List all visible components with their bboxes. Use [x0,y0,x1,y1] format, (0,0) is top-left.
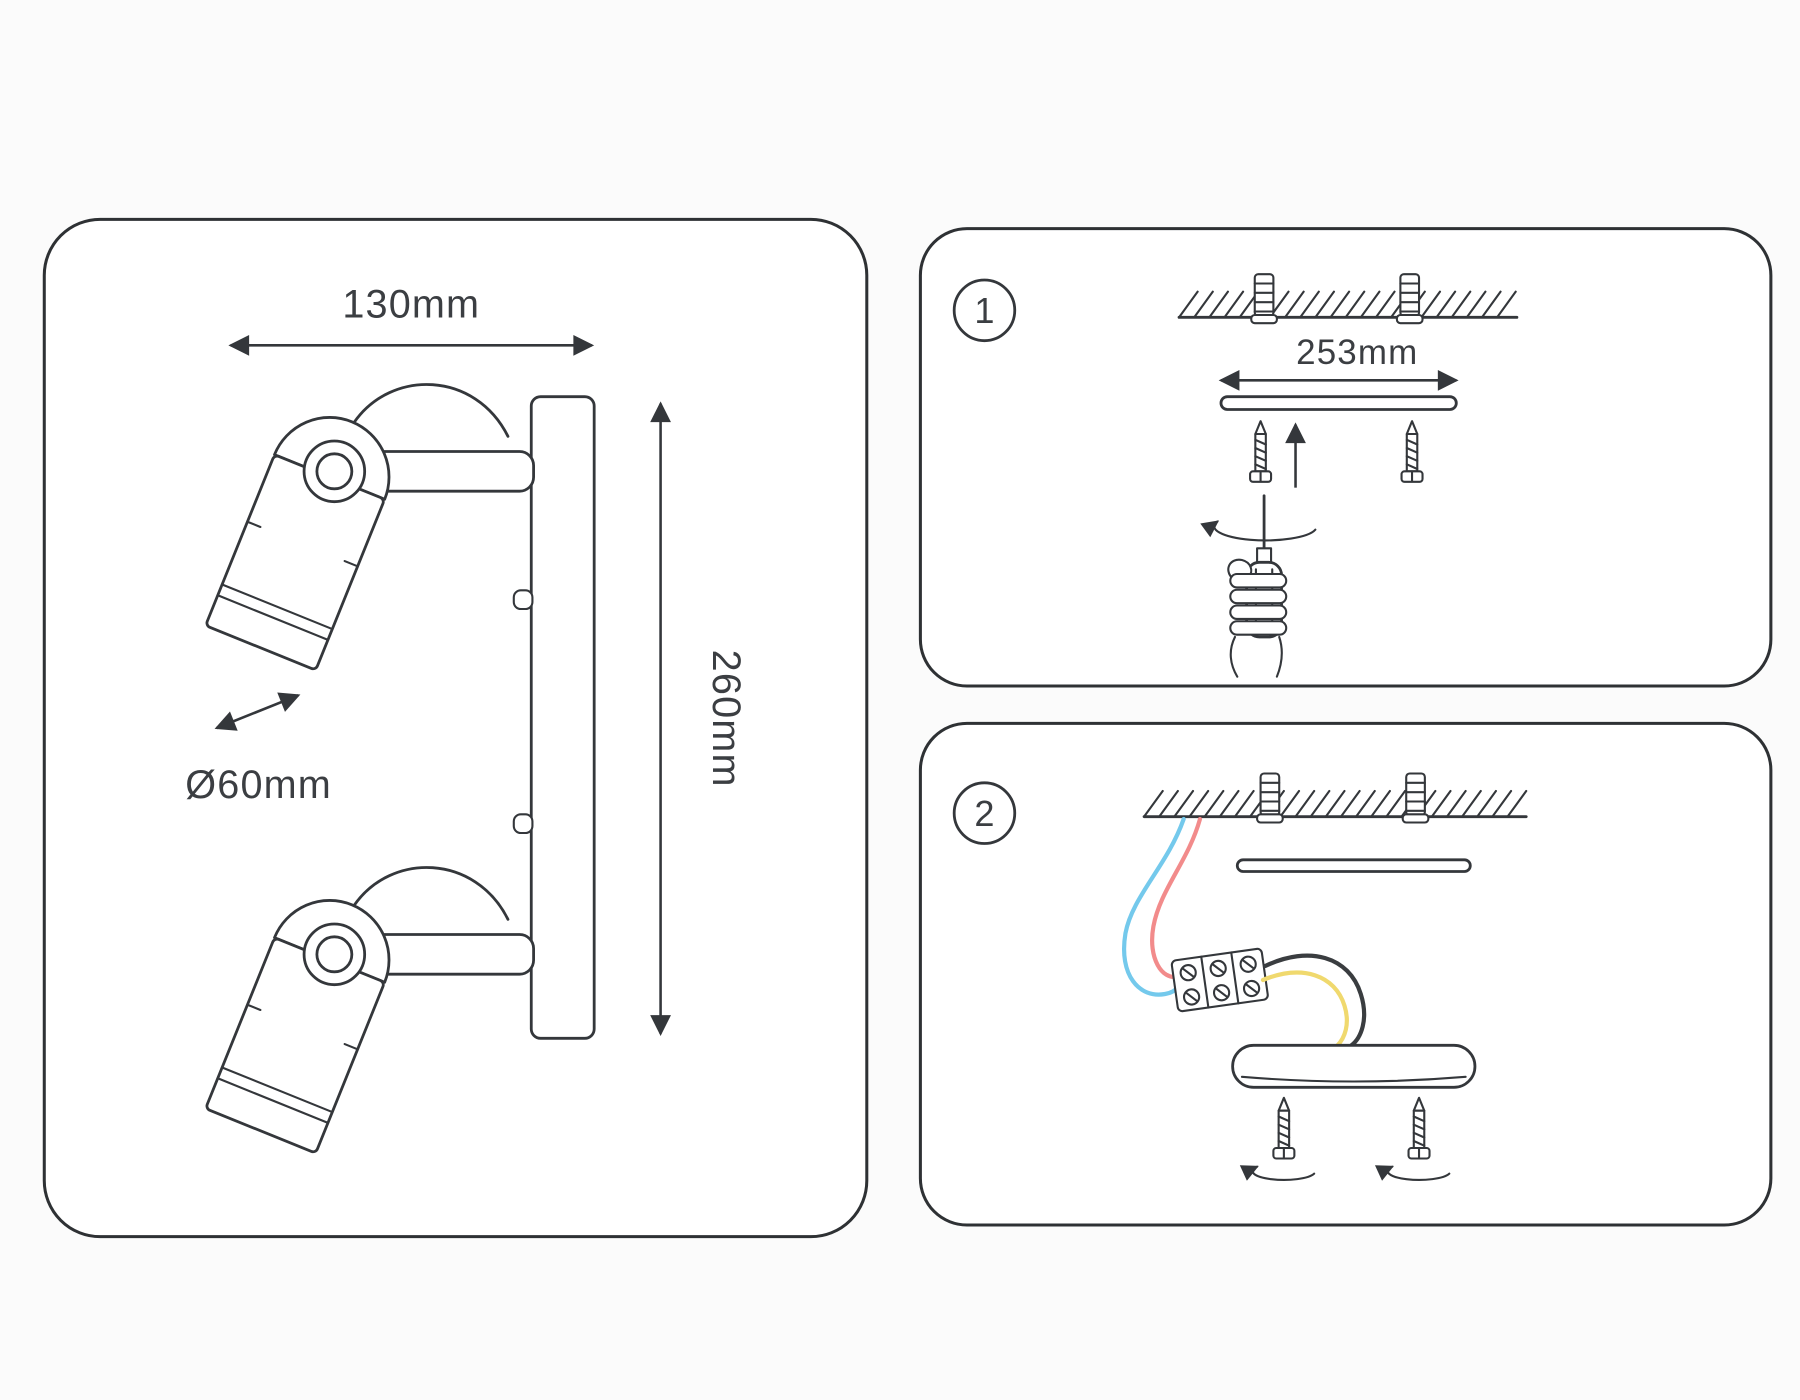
step2-badge-circle [952,781,1017,845]
wall-plug-right-installed [1401,772,1430,824]
wire-neutral-blue [1122,816,1186,997]
mounting-bracket [1219,395,1458,411]
wall-plug-left-installed [1256,772,1284,824]
step2-panel-frame [918,721,1773,1227]
screw-rotation-arrow-right [1374,1165,1451,1181]
step1-number: 1 [974,290,994,331]
step1-panel-frame [918,227,1773,688]
terminal-block [1170,947,1269,1013]
terminal-screw-slots [1181,959,1258,1002]
wire-fixture-black [1263,953,1367,1048]
wall-plate [529,395,596,1040]
step2-badge: 2 [952,781,1017,845]
step1-badge: 1 [952,278,1017,343]
screwdriver-ferrule [1256,547,1273,564]
step-2-panel: 2 [918,721,1773,1227]
wall-plug-right [1395,273,1424,325]
bracket-span-label: 253mm [1296,333,1418,372]
step2-number: 2 [974,793,994,834]
wire-live-red [1150,816,1203,979]
canopy-bottom-edge [1240,1075,1467,1083]
mounting-bracket-installed [1235,858,1472,873]
height-dimension-label: 260mm [704,650,748,788]
wire-fixture-yellow [1260,970,1349,1048]
finger-4 [1229,620,1288,636]
wrist [1229,635,1283,678]
finger-2 [1229,588,1288,605]
fixture-canopy [1231,1043,1477,1089]
step-1-panel: 1 253mm [918,227,1773,688]
finger-1 [1229,572,1288,589]
plate-fixing-screw-top [512,589,534,611]
wall-plug-left [1250,273,1278,325]
terminal-dividers [1200,951,1240,1009]
plate-fixing-screw-bottom [512,813,534,835]
screw-rotation-arrow-left [1239,1165,1316,1181]
diameter-dimension-arrow [214,692,301,731]
left-dimension-panel: 130mm 260mm Ø60mm [42,217,869,1239]
finger-3 [1229,604,1288,620]
step1-badge-circle [952,278,1017,343]
diameter-dimension-label: Ø60mm [185,763,332,807]
rotation-arrow [1200,520,1317,542]
hand [1227,558,1288,678]
width-dimension-label: 130mm [342,282,480,326]
